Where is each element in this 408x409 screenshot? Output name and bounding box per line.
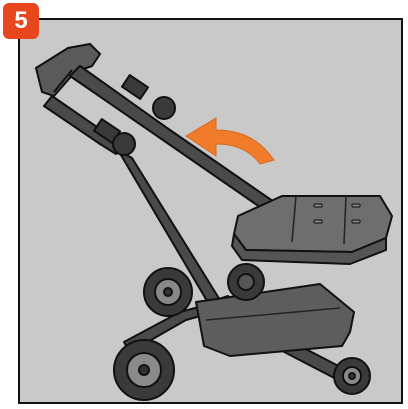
stroller-fold-illustration	[20, 20, 401, 402]
illustration-frame	[18, 18, 403, 404]
storage-basket	[196, 284, 354, 356]
rear-top-wheel	[144, 268, 192, 316]
step-number-badge: 5	[3, 3, 39, 39]
front-wheel	[334, 358, 370, 394]
stroller-seat	[228, 196, 392, 300]
rear-wheel	[114, 340, 174, 400]
